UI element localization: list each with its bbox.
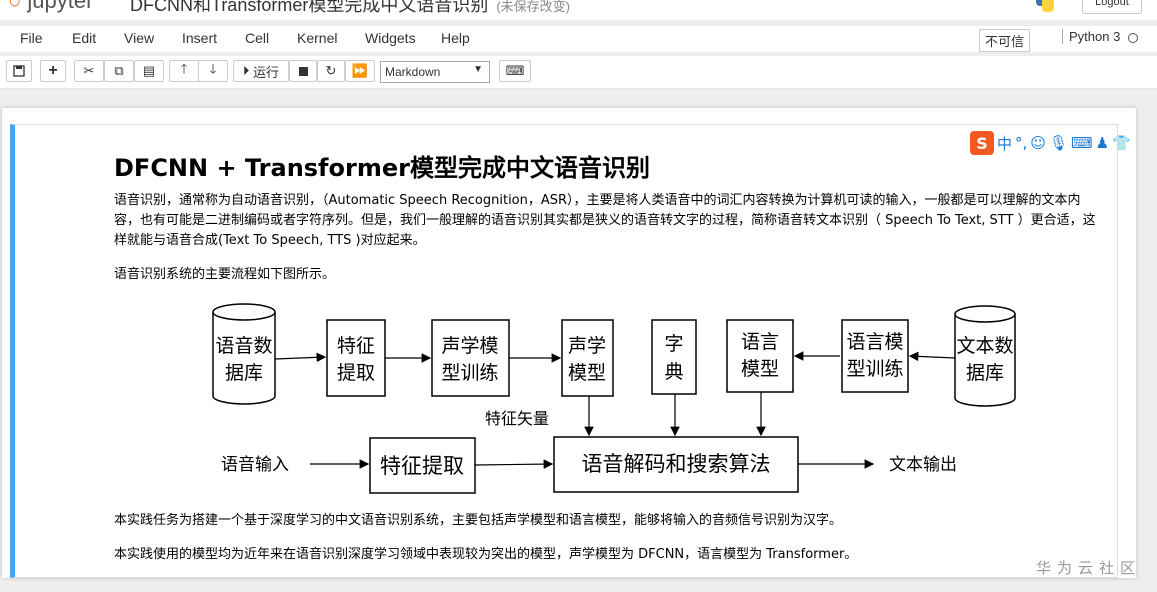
insert-cell-button[interactable]: + (40, 60, 66, 82)
trusted-indicator[interactable]: 不可信 (979, 29, 1031, 52)
toolbar: + ✂ ⧉ ▤ 🡑 🡓 ⏵ 运行 ↻ ⏩ Markdown ▼ ⌨ (0, 56, 1157, 89)
speech-db-label-1: 语音数 (215, 335, 272, 357)
stop-icon (298, 66, 308, 76)
feature-extract-box: 特征提取 (369, 437, 476, 494)
paste-button[interactable]: ▤ (134, 60, 164, 82)
ime-toolbar[interactable]: S 中 °, ☺ 🎙 ⌨ ♟ 👕 (970, 130, 1156, 156)
paragraph-intro: 语音识别，通常称为自动语音识别，（Automatic Speech Recogn… (114, 193, 1096, 248)
restart-button[interactable]: ↻ (317, 60, 345, 82)
copy-icon: ⧉ (114, 63, 124, 78)
dict-label-1: 字 (664, 333, 683, 355)
cut-button[interactable]: ✂ (74, 60, 104, 82)
feature-extract-label: 特征提取 (380, 454, 464, 478)
chevron-down-icon: ▼ (473, 64, 483, 75)
lm-training-box: 语言模 型训练 (841, 319, 909, 393)
kernel-name[interactable]: Python 3 (1062, 29, 1120, 44)
command-palette-button[interactable]: ⌨ (499, 60, 531, 82)
move-up-button[interactable]: 🡑 (169, 60, 199, 82)
arrow-up-icon: 🡑 (180, 61, 188, 76)
cell-type-value: Markdown (385, 65, 441, 79)
cell-type-select[interactable]: Markdown ▼ (380, 61, 490, 83)
keyboard-icon: ⌨ (505, 63, 525, 78)
language-model-box: 语言 模型 (726, 319, 794, 393)
menu-bar: File Edit View Insert Cell Kernel Widget… (0, 26, 1157, 52)
save-icon (13, 65, 25, 77)
speech-database-cylinder: 语音数 据库 (212, 303, 276, 405)
refresh-icon: ↻ (325, 63, 337, 78)
feature-box: 特征 提取 (326, 319, 386, 397)
feature-label-1: 特征 (337, 335, 375, 357)
user-icon[interactable]: ♟ (1095, 134, 1110, 152)
keyboard-icon[interactable]: ⌨ (1070, 134, 1093, 152)
header-bar: ○ jupyter DFCNN和Transformer模型完成中文语音识别 (未保… (0, 0, 1157, 20)
logout-button[interactable]: Logout (1082, 0, 1142, 14)
paragraph-flow-intro: 语音识别系统的主要流程如下图所示。 (114, 267, 336, 282)
menu-cell[interactable]: Cell (245, 30, 270, 46)
paragraph-task: 本实践任务为搭建一个基于深度学习的中文语音识别系统，主要包括声学模型和语言模型，… (114, 513, 843, 528)
run-button[interactable]: ⏵ 运行 (233, 60, 289, 82)
dict-label-2: 典 (664, 361, 683, 383)
text-database-cylinder: 文本数 据库 (954, 305, 1016, 407)
jupyter-logo[interactable]: ○ jupyter (8, 0, 93, 14)
sogou-logo-icon[interactable]: S (970, 131, 994, 155)
restart-run-all-button[interactable]: ⏩ (345, 60, 375, 82)
watermark: 华为云社区 (1036, 559, 1142, 577)
plus-icon: + (48, 62, 58, 79)
lm-train-label-1: 语言模 (846, 331, 903, 353)
interrupt-button[interactable] (289, 60, 317, 82)
markdown-cell[interactable] (10, 124, 1118, 578)
lm-label-2: 模型 (741, 358, 779, 380)
menu-view[interactable]: View (124, 30, 155, 46)
acoustic-model-box: 声学 模型 (561, 319, 614, 397)
am-training-box: 声学模 型训练 (431, 319, 510, 397)
decoder-box: 语音解码和搜索算法 (553, 436, 799, 493)
fast-forward-icon: ⏩ (351, 63, 369, 78)
move-down-button[interactable]: 🡓 (198, 60, 228, 82)
am-train-label-2: 型训练 (441, 362, 498, 384)
lm-train-label-2: 型训练 (846, 358, 903, 380)
am-label-2: 模型 (568, 362, 606, 384)
notebook-title[interactable]: DFCNN和Transformer模型完成中文语音识别 (未保存改变) (130, 0, 570, 17)
kernel-status-icon (1128, 33, 1138, 43)
decoder-label: 语音解码和搜索算法 (582, 452, 771, 476)
menu-help[interactable]: Help (441, 30, 470, 46)
scissors-icon: ✂ (83, 63, 95, 78)
run-icon: ⏵ (242, 63, 250, 78)
text-db-label-1: 文本数 (956, 335, 1013, 357)
notebook-title-text: DFCNN和Transformer模型完成中文语音识别 (130, 0, 489, 15)
copy-button[interactable]: ⧉ (104, 60, 134, 82)
dictionary-box: 字 典 (651, 319, 697, 395)
menu-file[interactable]: File (20, 30, 43, 46)
menu-insert[interactable]: Insert (182, 30, 218, 46)
speech-db-label-2: 据库 (225, 362, 263, 384)
menu-widgets[interactable]: Widgets (365, 30, 416, 46)
paste-icon: ▤ (142, 63, 156, 78)
text-output-label: 文本输出 (889, 455, 957, 475)
am-train-label-1: 声学模 (441, 335, 498, 357)
feature-label-2: 提取 (337, 362, 375, 384)
save-button[interactable] (6, 60, 32, 82)
python-logo-icon (1036, 0, 1054, 12)
save-status: (未保存改变) (496, 0, 571, 14)
feature-vector-label: 特征矢量 (485, 409, 549, 428)
am-label-1: 声学 (568, 335, 606, 357)
cell-heading: DFCNN + Transformer模型完成中文语音识别 (114, 154, 650, 182)
microphone-icon[interactable]: 🎙 (1048, 134, 1068, 152)
arrow-down-icon: 🡓 (209, 61, 217, 76)
run-label: 运行 (253, 64, 280, 80)
punctuation-icon[interactable]: °, (1015, 134, 1028, 152)
text-db-label-2: 据库 (966, 362, 1004, 384)
speech-recognition-diagram: 语音数 据库 特征 提取 声学模 型训练 声学 模型 字 典 语言 模型 语言模… (212, 303, 1016, 494)
logo-text: jupyter (27, 0, 94, 13)
emoji-icon[interactable]: ☺ (1030, 134, 1046, 152)
speech-input-label: 语音输入 (221, 455, 289, 475)
menu-kernel[interactable]: Kernel (297, 30, 338, 46)
skin-icon[interactable]: 👕 (1112, 134, 1131, 152)
menu-edit[interactable]: Edit (72, 30, 97, 46)
lm-label-1: 语言 (741, 331, 779, 353)
paragraph-models: 本实践使用的模型均为近年来在语音识别深度学习领域中表现较为突出的模型，声学模型为… (114, 547, 858, 562)
ime-lang-toggle[interactable]: 中 (997, 134, 1013, 153)
